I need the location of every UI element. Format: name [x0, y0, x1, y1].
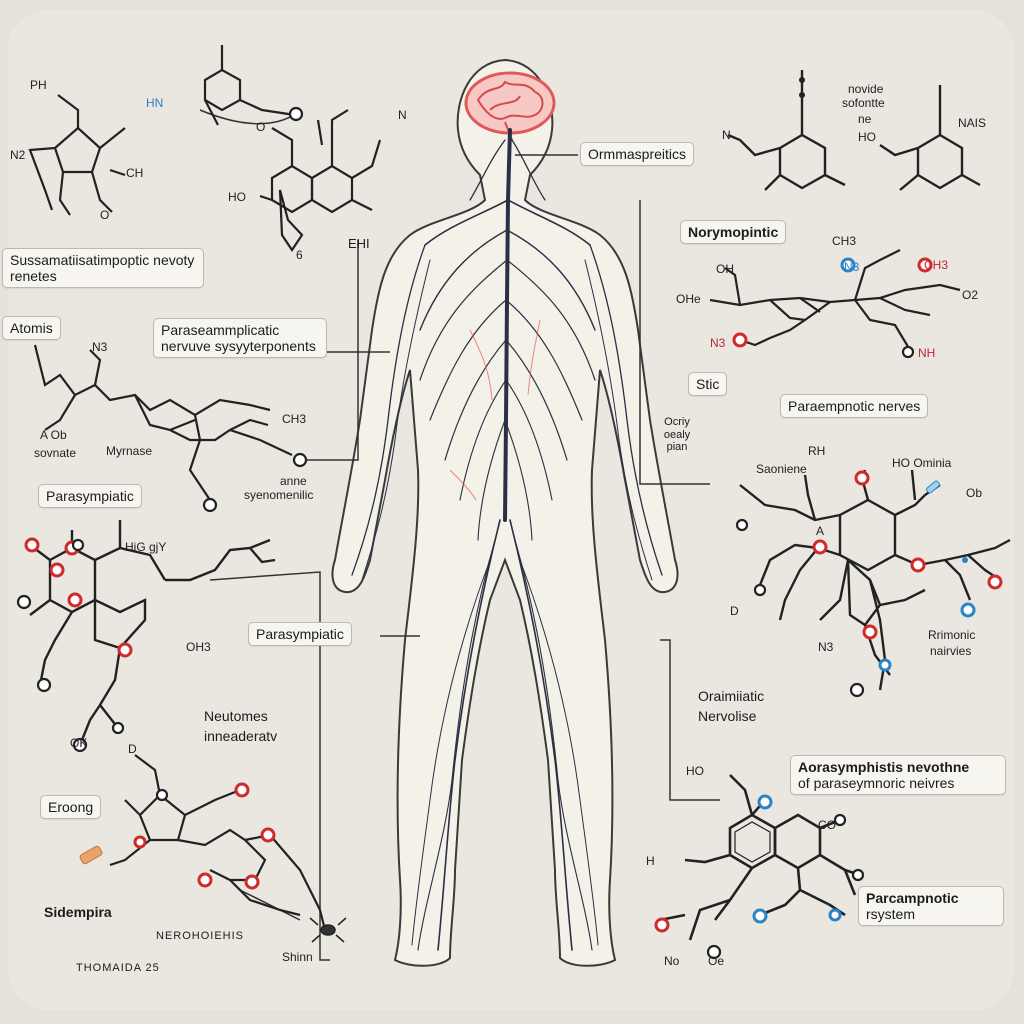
label-ormmaspreitics: Ormmaspreitics	[580, 142, 695, 167]
label-co: CO	[818, 818, 836, 832]
label-ch3-red: CH3	[924, 258, 949, 272]
label-n3-right-b: N3	[818, 640, 834, 654]
molecule-bottom-right	[659, 774, 861, 941]
label-saoniene: Saoniene	[756, 462, 807, 476]
label-eroong: Eroong	[40, 795, 102, 820]
label-rrimonic: Rrimonic	[928, 628, 976, 642]
molecule-top-right	[727, 70, 981, 191]
label-n3-red: N3	[710, 336, 726, 350]
label-ho-ominia: HO Ominia	[892, 456, 952, 470]
label-ch: CH	[126, 166, 144, 180]
label-a-ob: A Ob	[40, 428, 67, 442]
label-ph: PH	[30, 78, 47, 92]
label-parasympiatic-center: Parasympiatic	[248, 622, 352, 647]
label-n-top-center: N	[398, 108, 407, 122]
label-ho-top-right: HO	[858, 130, 876, 144]
label-n3-right: N3	[844, 260, 860, 274]
label-ehi: EHI	[348, 236, 370, 251]
label-anne: anne	[280, 474, 307, 488]
label-inneaderatv: inneaderatv	[204, 728, 278, 744]
label-parcampnotic: Parcampnotic rsystem	[858, 886, 1004, 927]
label-sofontte: sofontte	[842, 96, 885, 110]
label-atomis: Atomis	[2, 316, 61, 341]
label-norymopintic: Norymopintic	[680, 220, 787, 245]
label-parcampnotic-line1: Parcampnotic	[866, 890, 959, 906]
neuron-cell	[309, 917, 347, 943]
label-n2: N2	[10, 148, 26, 162]
label-o-left: O	[100, 208, 110, 222]
label-ob: Ob	[966, 486, 983, 500]
label-oh3: OH3	[186, 640, 211, 654]
molecule-left-middle	[29, 520, 276, 746]
label-oe: Oe	[708, 954, 725, 968]
label-n-top-right: N	[722, 128, 731, 142]
label-aorasymphistis: Aorasymphistis nevothne of paraseymnoric…	[790, 755, 1006, 796]
label-shinn: Shinn	[282, 950, 313, 964]
label-paraempnotic: Paraempnotic nerves	[780, 394, 929, 419]
label-myrnase: Myrnase	[106, 444, 153, 458]
label-d-right: D	[730, 604, 739, 618]
molecule-top-center	[203, 45, 382, 252]
label-ch3-left: CH3	[282, 412, 307, 426]
label-no: No	[664, 954, 680, 968]
label-aorasymphistis-line2: of paraseymnoric neivres	[798, 775, 955, 792]
label-ok: OK	[70, 736, 88, 750]
label-rh: RH	[808, 444, 826, 458]
label-hig: HiG gjY	[125, 540, 167, 554]
label-parasympiatic-left: Parasympiatic	[38, 484, 142, 509]
label-parcampnotic-line2: rsystem	[866, 906, 915, 923]
label-oraimiiatic: Oraimiiatic	[698, 688, 765, 704]
label-neutomes: Neutomes	[204, 708, 268, 724]
molecule-right-chain	[709, 249, 961, 351]
label-ch3-right: CH3	[832, 234, 857, 248]
label-n3-left: N3	[92, 340, 108, 354]
label-parasympathetic-components: Paraseammplicatic nervuve sysyyterponent…	[153, 318, 327, 359]
label-oh-right: OH	[716, 262, 734, 276]
label-stic: Stic	[688, 372, 728, 397]
label-nairvies: nairvies	[930, 644, 972, 658]
label-a-right: A	[816, 524, 825, 538]
label-arm-note: Ocriy oealy pian	[663, 416, 691, 454]
label-novide: novide	[848, 82, 884, 96]
label-nh: NH	[918, 346, 936, 360]
label-d-left: D	[128, 742, 137, 756]
label-ne: ne	[858, 112, 872, 126]
nervous-system	[351, 128, 663, 951]
label-hn: HN	[146, 96, 164, 110]
label-o-top: O	[256, 120, 266, 134]
label-aorasymphistis-line1: Aorasymphistis nevothne	[798, 759, 970, 775]
label-ho-bottom: HO	[686, 764, 704, 778]
label-left-title: Sussamatiisatimpoptic nevoty renetes	[2, 248, 204, 289]
label-ohe: OHe	[676, 292, 701, 306]
label-sidempira: Sidempira	[44, 904, 112, 920]
label-nais: NAIS	[958, 116, 987, 130]
label-ho-left: HO	[228, 190, 246, 204]
label-6: 6	[296, 248, 303, 262]
label-o2: O2	[962, 288, 979, 302]
molecule-left-chain	[33, 344, 293, 501]
label-h: H	[646, 854, 655, 868]
label-thomaida: THOMAIDA 25	[76, 962, 160, 974]
label-sovnate: sovnate	[34, 446, 77, 460]
red-nerve-highlights	[449, 319, 541, 501]
label-nervolise: Nervolise	[698, 708, 757, 724]
molecule-top-left	[28, 94, 126, 216]
label-syenomenilic: syenomenilic	[244, 488, 314, 502]
label-nerohoiehis: NEROHOIEHIS	[156, 930, 245, 942]
